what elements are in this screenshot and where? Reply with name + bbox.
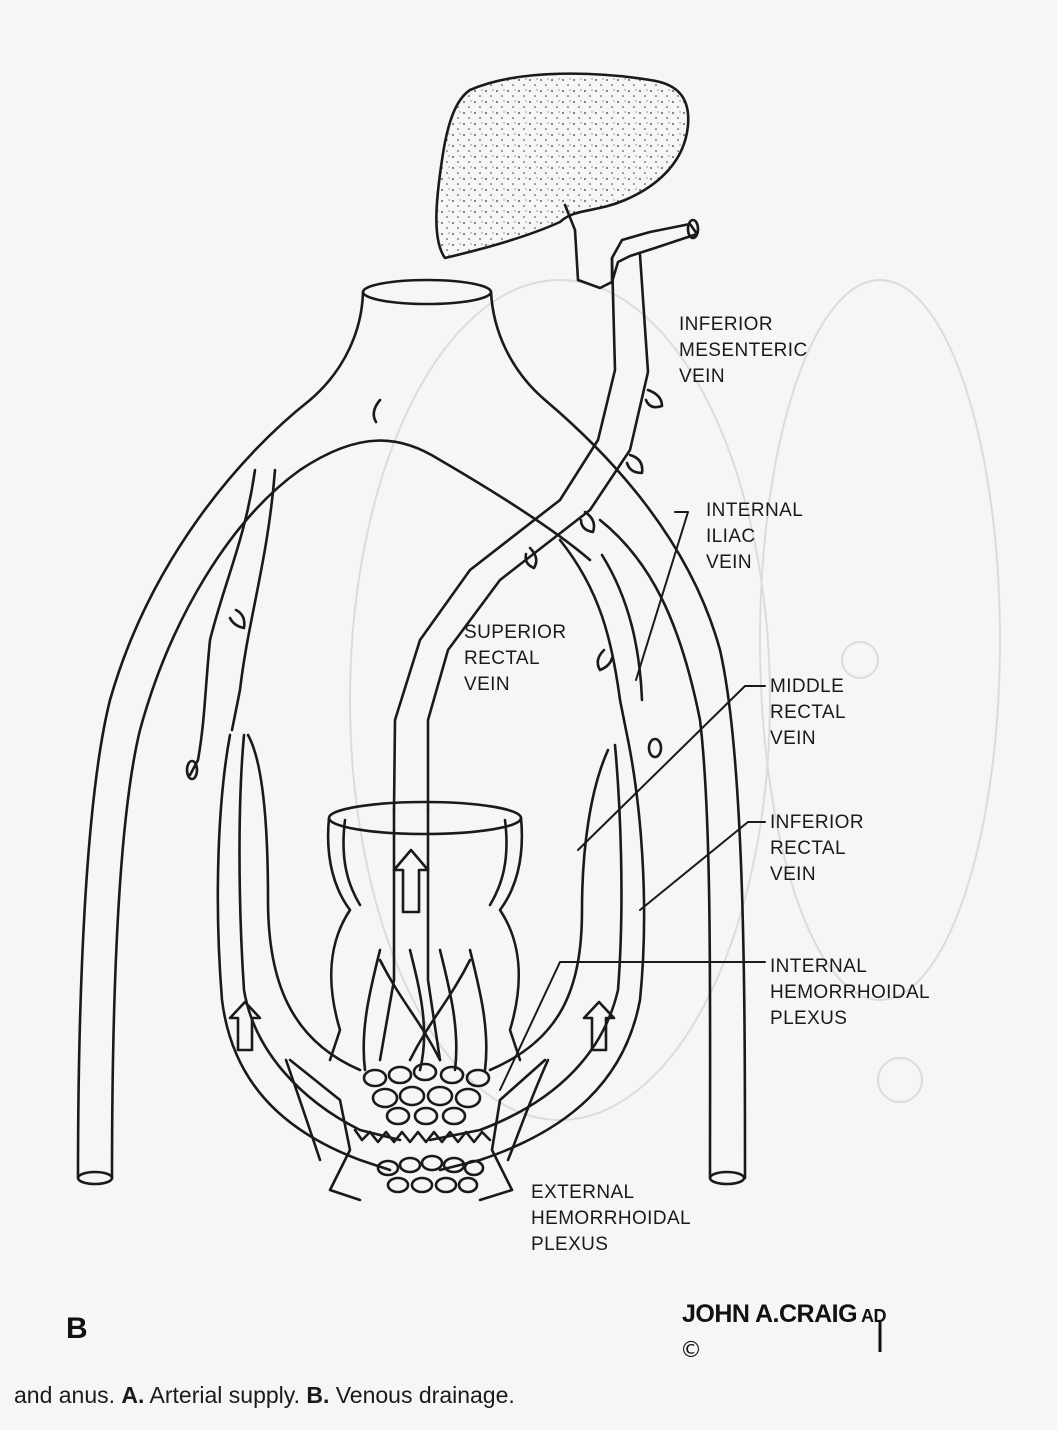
caption-prefix: and anus. xyxy=(14,1382,121,1408)
caption-b-letter: B. xyxy=(306,1382,329,1408)
copyright-symbol: © xyxy=(680,1338,702,1363)
label-inferior-rectal-vein: INFERIOR RECTAL VEIN xyxy=(770,810,864,888)
signature-suffix: AD xyxy=(861,1306,886,1326)
panel-letter: B xyxy=(66,1312,88,1346)
leader-middle-rectal xyxy=(578,686,765,850)
caption-b-text: Venous drainage. xyxy=(329,1382,514,1408)
flow-arrow-center xyxy=(394,850,428,912)
caption-a-text: Arterial supply. xyxy=(144,1382,306,1408)
leader-internal-iliac xyxy=(636,512,688,680)
superior-rectal-vein-branch xyxy=(380,810,394,1060)
liver xyxy=(436,74,688,258)
flow-arrow-right xyxy=(584,1002,614,1050)
label-internal-iliac-vein: INTERNAL ILIAC VEIN xyxy=(706,498,803,576)
label-middle-rectal-vein: MIDDLE RECTAL VEIN xyxy=(770,674,846,752)
label-external-hemorrhoidal-plexus: EXTERNAL HEMORRHOIDAL PLEXUS xyxy=(531,1180,691,1258)
rectum-wall xyxy=(328,818,350,1060)
ivc-opening xyxy=(363,280,491,304)
label-internal-hemorrhoidal-plexus: INTERNAL HEMORRHOIDAL PLEXUS xyxy=(770,954,930,1032)
internal-hemorrhoidal-plexus xyxy=(364,1064,489,1124)
label-inferior-mesenteric-vein: INFERIOR MESENTERIC VEIN xyxy=(679,312,808,390)
right-iliac-vein xyxy=(491,292,745,1178)
caption-a-letter: A. xyxy=(121,1382,144,1408)
right-internal-iliac-vein xyxy=(560,540,628,740)
signature-name: JOHN A.CRAIG xyxy=(682,1300,857,1328)
figure-caption: and anus. A. Arterial supply. B. Venous … xyxy=(14,1382,515,1409)
external-hemorrhoidal-plexus xyxy=(378,1156,483,1192)
portal-vein-stub xyxy=(565,205,697,288)
label-superior-rectal-vein: SUPERIOR RECTAL VEIN xyxy=(464,620,566,698)
